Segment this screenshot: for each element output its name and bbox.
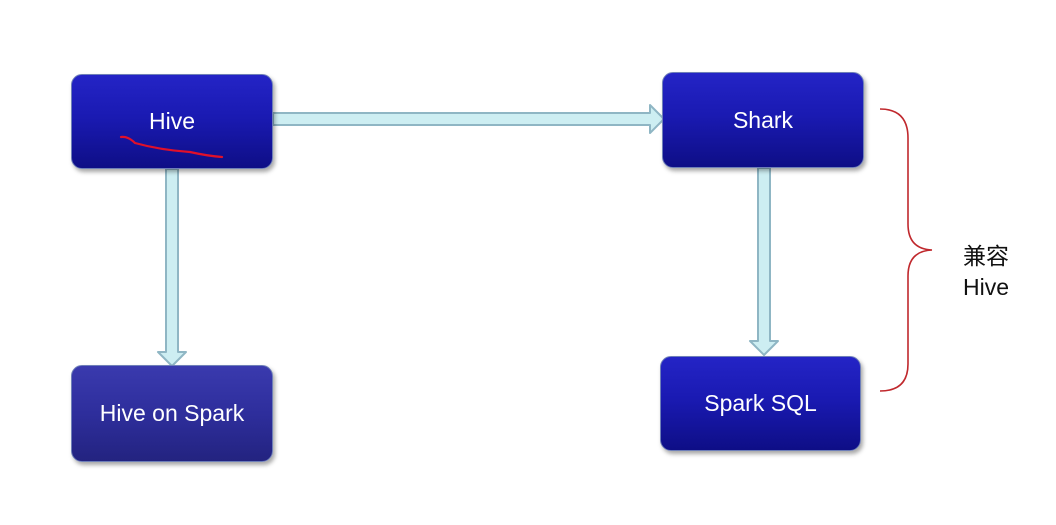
arrow-hive-to-shark: [272, 104, 665, 134]
node-hive-on-spark-label: Hive on Spark: [99, 400, 245, 426]
node-hive-on-spark[interactable]: Hive on Spark: [71, 365, 273, 462]
annotation-hive: Hive: [962, 274, 1009, 300]
node-spark-sql-label: Spark SQL: [704, 390, 817, 416]
node-shark[interactable]: Shark: [662, 72, 864, 168]
annotation-compatible: 兼容: [963, 244, 1009, 270]
curly-bracket: [879, 108, 933, 392]
arrow-shark-to-spark-sql: [749, 167, 779, 356]
node-hive[interactable]: Hive: [71, 74, 273, 169]
node-hive-label: Hive: [148, 108, 195, 134]
node-shark-label: Shark: [732, 106, 794, 133]
arrow-hive-to-hive-on-spark: [157, 168, 187, 367]
node-spark-sql[interactable]: Spark SQL: [660, 356, 861, 451]
